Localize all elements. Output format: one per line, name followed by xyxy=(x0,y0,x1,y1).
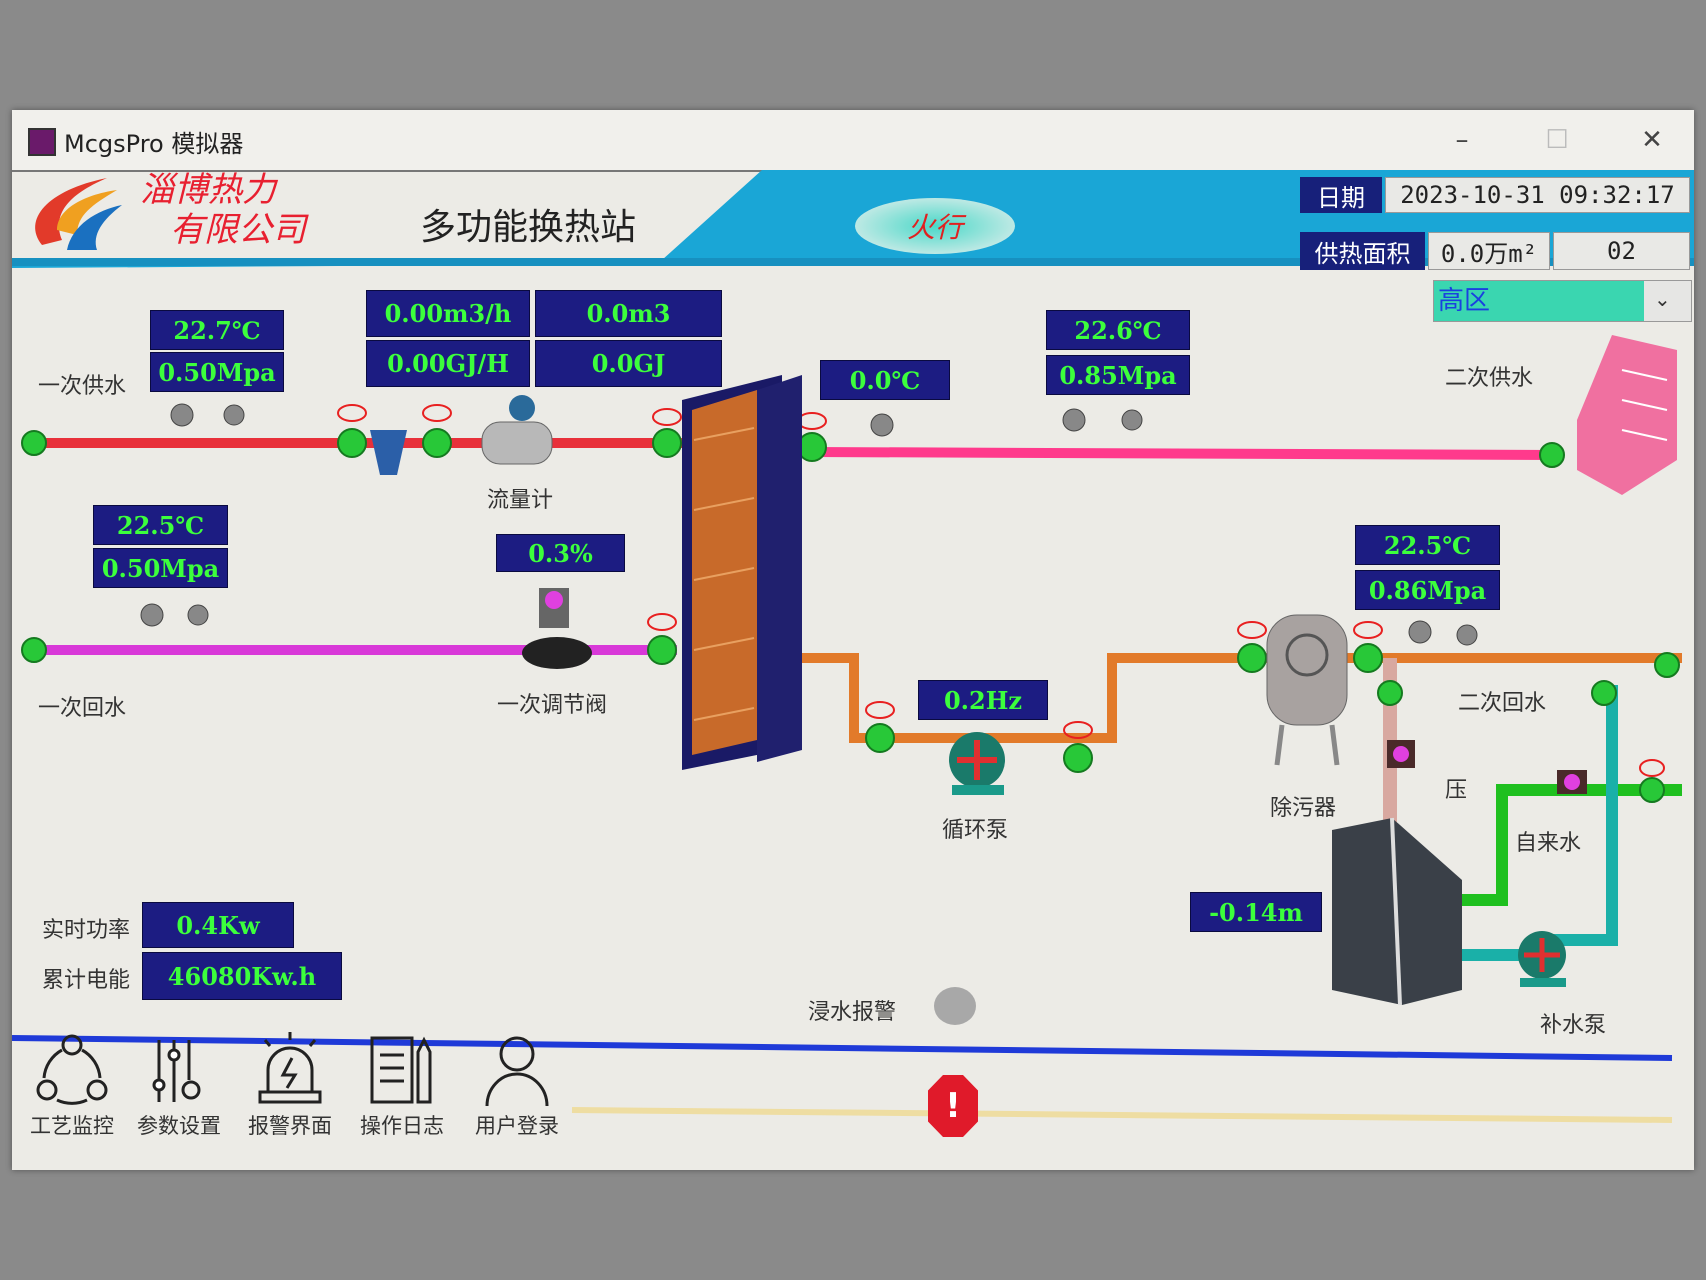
primary-supply-pressure: 0.50Mpa xyxy=(150,352,284,392)
building-icon xyxy=(1577,335,1677,495)
zone-select-value: 高区 xyxy=(1434,281,1644,321)
company-logo-icon xyxy=(35,178,122,250)
heat-total: 0.0GJ xyxy=(535,340,722,387)
secondary-supply-temp: 22.6℃ xyxy=(1046,310,1190,350)
primary-return-pressure: 0.50Mpa xyxy=(93,548,228,588)
pump-frequency: 0.2Hz xyxy=(918,680,1048,720)
window-title: McgsPro 模拟器 xyxy=(64,130,244,158)
close-button[interactable]: ✕ xyxy=(1641,125,1663,155)
secondary-supply-label: 二次供水 xyxy=(1445,366,1534,391)
secondary-supply-pressure: 0.85Mpa xyxy=(1046,355,1190,395)
makeup-pump-icon xyxy=(1518,931,1566,987)
circulation-pump-icon xyxy=(949,732,1005,795)
power-label: 实时功率 xyxy=(42,918,131,943)
realtime-power: 0.4Kw xyxy=(142,902,294,948)
flood-alarm-indicator xyxy=(934,987,976,1025)
tank-level: -0.14m xyxy=(1190,892,1322,932)
exchanger-temp: 0.0℃ xyxy=(820,360,950,400)
footer-separator xyxy=(12,1035,1673,1061)
tap-water-pipe xyxy=(1432,784,1682,906)
flowmeter-label: 流量计 xyxy=(487,488,554,513)
date-label: 日期 xyxy=(1300,177,1382,213)
control-valve-label: 一次调节阀 xyxy=(497,693,608,718)
decontaminator-icon xyxy=(1266,614,1348,766)
primary-supply-label: 一次供水 xyxy=(38,374,127,399)
flowmeter-icon xyxy=(481,421,553,465)
secondary-supply-pipe xyxy=(811,447,1558,460)
log-icon xyxy=(370,1036,432,1104)
nav-process-monitor[interactable]: 工艺监控 xyxy=(22,1030,122,1140)
heating-area-value: 0.0万m² xyxy=(1428,232,1550,270)
area-code-value: 02 xyxy=(1553,232,1690,270)
nav-operation-log[interactable]: 操作日志 xyxy=(352,1030,452,1140)
simulator-window: McgsPro 模拟器 – ☐ ✕ xyxy=(12,110,1694,1170)
company-name: 淄博热力 有限公司 xyxy=(140,170,306,250)
settings-sliders-icon xyxy=(152,1040,201,1102)
makeup-pump-label: 补水泵 xyxy=(1540,1013,1607,1038)
company-name-line1: 淄博热力 xyxy=(140,170,276,210)
tap-water-label: 自来水 xyxy=(1515,831,1582,856)
y-strainer-icon xyxy=(370,430,407,475)
decontaminator-label: 除污器 xyxy=(1270,796,1337,821)
flow-rate: 0.00m3/h xyxy=(366,290,530,337)
heat-rate: 0.00GJ/H xyxy=(366,340,530,387)
flood-alarm-label: 浸水报警 xyxy=(808,1000,897,1025)
valve-icons xyxy=(21,428,1680,803)
makeup-pipe xyxy=(1552,685,1618,946)
nav-label: 参数设置 xyxy=(137,1114,221,1138)
primary-return-temp: 22.5℃ xyxy=(93,505,228,545)
nav-label: 工艺监控 xyxy=(30,1114,114,1138)
secondary-return-label: 二次回水 xyxy=(1458,691,1547,716)
alarm-light-icon xyxy=(258,1032,322,1104)
nav-parameter-settings[interactable]: 参数设置 xyxy=(129,1030,229,1140)
nav-label: 用户登录 xyxy=(475,1114,559,1138)
header-band xyxy=(12,170,1694,268)
company-name-line2: 有限公司 xyxy=(170,210,306,250)
title-bar: McgsPro 模拟器 – ☐ ✕ xyxy=(12,110,1694,172)
sensor-icons xyxy=(140,403,1478,646)
app-icon xyxy=(28,128,56,156)
nav-user-login[interactable]: 用户登录 xyxy=(467,1030,567,1140)
page-title: 多功能换热站 xyxy=(420,207,637,248)
secondary-return-pressure: 0.86Mpa xyxy=(1355,570,1500,610)
process-icon xyxy=(36,1034,108,1105)
nav-label: 报警界面 xyxy=(248,1114,332,1138)
zone-select[interactable]: 高区 ⌄ xyxy=(1433,280,1692,322)
energy-label: 累计电能 xyxy=(42,968,131,993)
process-diagram xyxy=(12,170,1694,1123)
primary-return-label: 一次回水 xyxy=(38,696,127,721)
cumulative-energy: 46080Kw.h xyxy=(142,952,342,1000)
alarm-warning-icon[interactable]: ! xyxy=(928,1075,978,1137)
valve-opening: 0.3% xyxy=(496,534,625,572)
water-tank-icon xyxy=(1332,817,1462,1006)
date-value: 2023-10-31 09:32:17 xyxy=(1385,177,1690,213)
heat-exchanger-icon xyxy=(682,375,802,770)
relief-label: 压 xyxy=(1445,778,1468,803)
primary-supply-temp: 22.7℃ xyxy=(150,310,284,350)
secondary-return-temp: 22.5℃ xyxy=(1355,525,1500,565)
circulation-pump-label: 循环泵 xyxy=(942,818,1009,843)
user-icon xyxy=(485,1036,549,1107)
flow-total: 0.0m3 xyxy=(535,290,722,337)
chevron-down-icon: ⌄ xyxy=(1654,287,1671,311)
nav-label: 操作日志 xyxy=(360,1114,444,1138)
heating-area-label: 供热面积 xyxy=(1300,232,1425,270)
nav-alarm-screen[interactable]: 报警界面 xyxy=(240,1030,340,1140)
maximize-button[interactable]: ☐ xyxy=(1545,125,1569,155)
minimize-button[interactable]: – xyxy=(1455,125,1469,155)
run-status-badge: 火行 xyxy=(855,198,1015,254)
